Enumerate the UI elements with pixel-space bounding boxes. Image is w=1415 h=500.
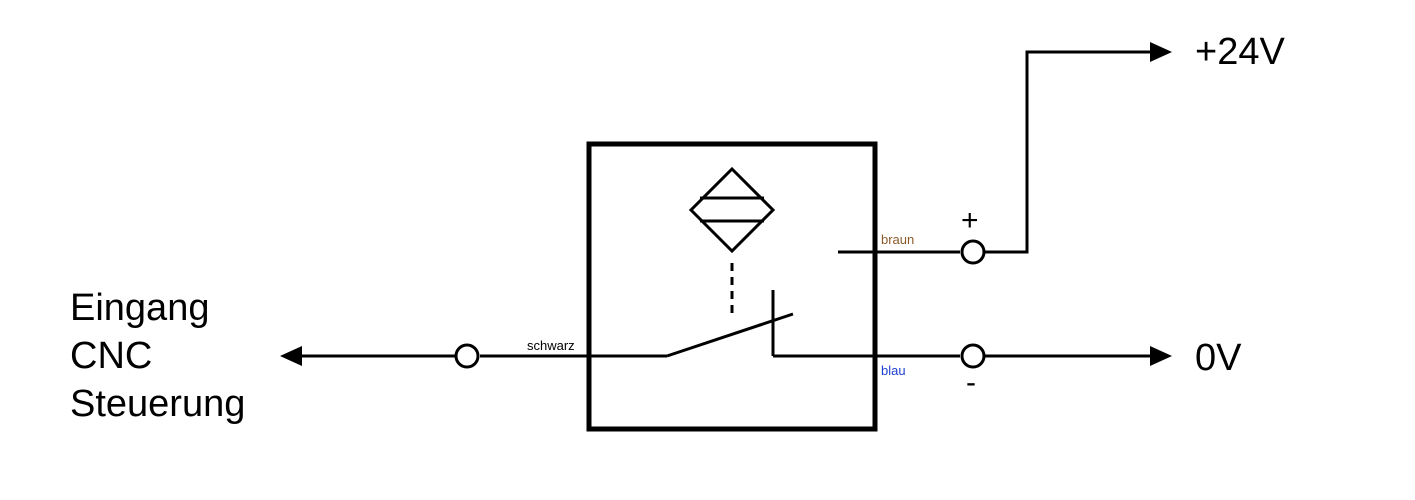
wire-label-schwarz: schwarz <box>527 338 575 353</box>
wire-label-braun: braun <box>881 232 914 247</box>
input-label-line3: Steuerung <box>70 383 245 425</box>
terminal-minus <box>960 343 986 369</box>
supply-voltage-label: +24V <box>1195 31 1285 73</box>
switch-contact <box>480 290 960 358</box>
terminal-plus <box>960 239 986 265</box>
wire-label-blau: blau <box>881 363 906 378</box>
black-wire <box>280 346 455 366</box>
terminal-plus-sign: + <box>961 204 979 237</box>
input-label-line1: Eingang <box>70 287 209 329</box>
terminal-output <box>454 343 480 369</box>
ground-voltage-label: 0V <box>1195 337 1242 379</box>
sensor-housing <box>586 141 878 432</box>
supply-arrow-icon <box>1150 42 1172 62</box>
input-label-line2: CNC <box>70 335 152 377</box>
input-label: Eingang CNC Steuerung <box>70 287 245 425</box>
blue-wire <box>985 346 1172 366</box>
brown-wire <box>838 42 1172 254</box>
output-arrow-icon <box>280 346 302 366</box>
inductive-sensor-icon <box>688 166 776 254</box>
terminal-minus-sign: - <box>966 366 976 399</box>
ground-arrow-icon <box>1150 346 1172 366</box>
